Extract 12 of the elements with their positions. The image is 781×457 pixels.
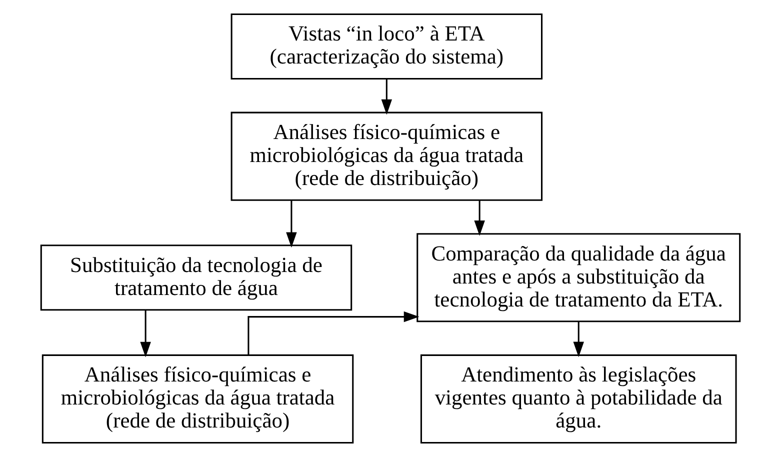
arrow [286, 200, 297, 248]
node-box: Substituição da tecnologia de tratamento de água [40, 244, 352, 311]
arrow [474, 200, 485, 236]
node-box: Atendimento às legislações vigentes quanto à potabilidade da água. [420, 354, 737, 444]
node-box: Vistas “in loco” à ETA (caracterização do sistema) [230, 14, 543, 80]
node-box: Comparação da qualidade da água antes e após a substituição da tecnologia de tratamento da ETA. [416, 233, 741, 322]
arrow [248, 311, 420, 355]
node-box: Análises físico-químicas e microbiológicas da água tratada (rede de distribuição) [42, 354, 354, 444]
arrow [381, 78, 392, 115]
arrow [573, 321, 584, 358]
node-box: Análises físico-químicas e microbiológicas da água tratada (rede de distribuição) [230, 112, 543, 201]
arrow [140, 310, 151, 358]
